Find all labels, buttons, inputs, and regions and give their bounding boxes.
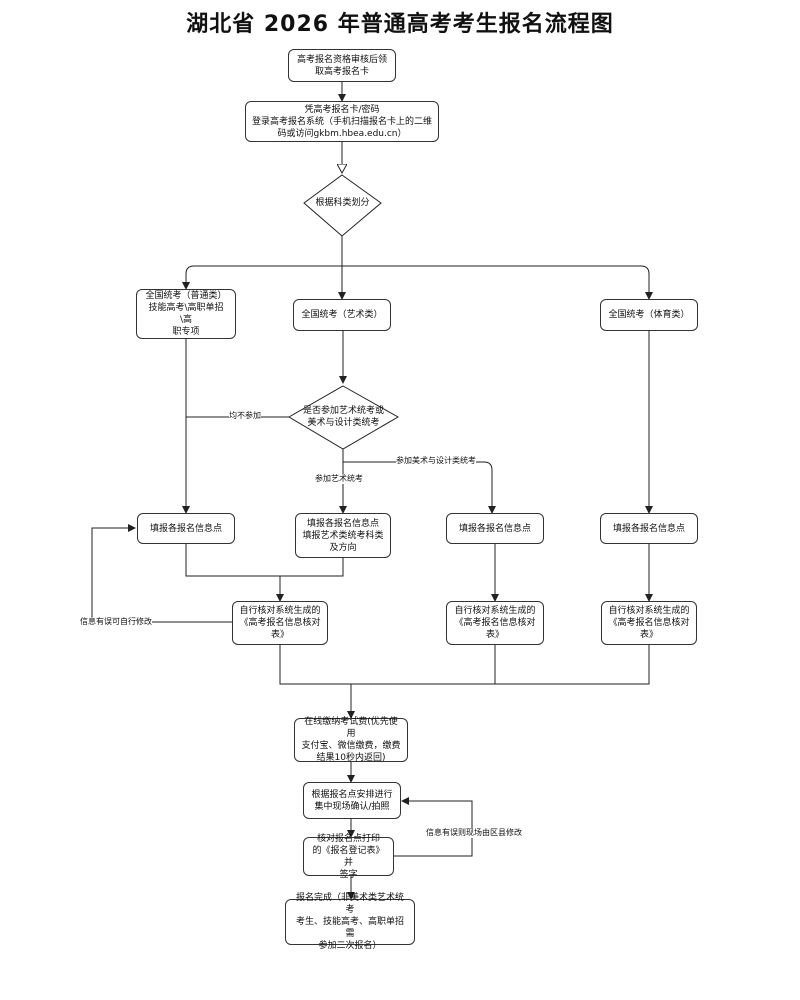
label-county-modify: 信息有误则现场由区县修改 (426, 828, 522, 838)
node-finish: 报名完成（非美术类艺术统考 考生、技能高考、高职单招需 参加二次报名） (285, 893, 415, 951)
node-sign: 核对报名点打印 的《报名登记表》并 签字 (303, 834, 394, 880)
node-art: 全国统考（艺术类） (293, 299, 391, 331)
edge-fill-art-merge (280, 558, 344, 577)
node-fill-art: 填报各报名信息点 填报艺术类统考科类 及方向 (295, 513, 391, 558)
label-self-modify: 信息有误可自行修改 (80, 617, 152, 627)
edge-check1-merge (279, 645, 650, 685)
edge-fill-general-merge (185, 544, 280, 577)
edge-self-modify-loop (91, 524, 232, 623)
node-login: 凭高考报名卡/密码 登录高考报名系统（手机扫描报名卡上的二维 码或访问gkbm.… (245, 101, 439, 142)
node-fill-sports: 填报各报名信息点 (600, 513, 698, 544)
node-art-decision-text: 是否参加艺术统考或 美术与设计类统考 (302, 406, 384, 428)
node-check-1: 自行核对系统生成的 《高考报名信息核对 表》 (232, 601, 328, 645)
page-title: 湖北省 2026 年普通高考考生报名流程图 (186, 12, 614, 37)
node-fill-design: 填报各报名信息点 (446, 513, 544, 544)
node-classify-text: 根据科类划分 (315, 198, 370, 208)
node-general: 全国统考（普通类） 技能高考\高职单招\高 职专项 (136, 289, 236, 339)
node-check-2: 自行核对系统生成的 《高考报名信息核对 表》 (446, 601, 544, 645)
node-check-3: 自行核对系统生成的 《高考报名信息核对 表》 (601, 601, 697, 645)
node-sports: 全国统考（体育类） (600, 299, 698, 331)
edge-branch-sports (342, 265, 653, 300)
node-start: 高考报名资格审核后领 取高考报名卡 (288, 49, 396, 82)
label-not-attend: 均不参加 (229, 411, 261, 421)
label-design-exam: 参加美术与设计类统考 (396, 456, 476, 466)
edge-branch-general (182, 265, 342, 290)
edge-decision-design-exam (343, 461, 496, 514)
node-fill-general: 填报各报名信息点 (137, 513, 235, 544)
node-confirm: 根据报名点安排进行 集中现场确认/拍照 (303, 782, 401, 819)
label-art-exam: 参加艺术统考 (315, 474, 363, 484)
node-payment: 在线缴纳考试费(优先使用 支付宝、微信缴费，缴费 结果10秒内返回) (294, 717, 408, 763)
